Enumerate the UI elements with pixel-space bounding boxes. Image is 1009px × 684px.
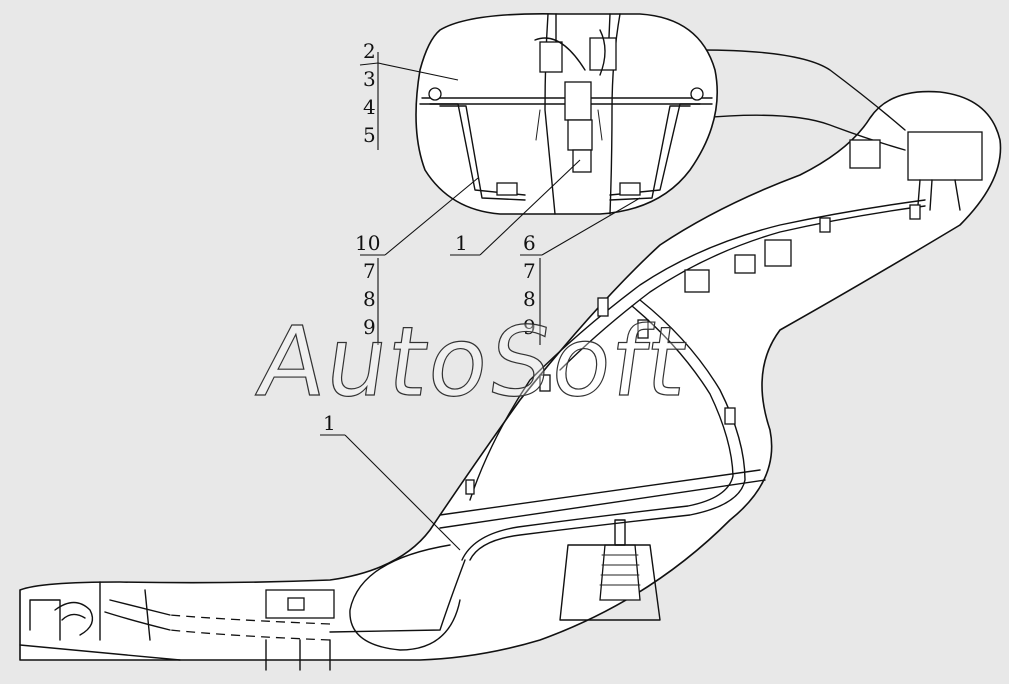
callout-9-left: 9 — [363, 315, 376, 339]
lower-harness-dashed-1 — [169, 614, 331, 625]
harness-main-lower — [559, 205, 926, 371]
callout-4: 4 — [363, 95, 376, 119]
leader-lines — [320, 52, 641, 551]
callout-1-center: 1 — [455, 231, 468, 255]
callout-left-stack: 10 7 8 9 — [355, 231, 380, 339]
watermark-text: AutoSoft — [251, 305, 695, 417]
lower-clamps — [265, 589, 335, 671]
right-connector-block — [849, 131, 983, 211]
callout-2: 2 — [363, 39, 376, 63]
callout-6: 6 — [523, 231, 536, 255]
lower-harness-end — [104, 599, 171, 631]
upper-duct-top — [699, 49, 906, 131]
wheel-arch — [349, 544, 461, 651]
lower-harness-dashed-2 — [169, 629, 331, 641]
detail-bolts — [428, 87, 704, 196]
callout-1-lower: 1 — [323, 411, 336, 435]
main-assembly-outline — [19, 90, 1002, 661]
callout-right-stack: 6 7 8 9 — [523, 231, 536, 339]
callout-8-left: 8 — [363, 287, 376, 311]
callout-top-stack: 2 3 4 5 — [363, 39, 376, 147]
lower-harness-solid — [329, 559, 466, 633]
callout-9-right: 9 — [523, 315, 536, 339]
detail-connector — [534, 29, 617, 173]
callout-3: 3 — [363, 67, 376, 91]
left-end-assembly — [19, 581, 181, 661]
harness-clips — [465, 204, 921, 495]
detail-bracket-inner — [439, 105, 691, 201]
harness-main-upper — [469, 199, 926, 501]
callout-7-right: 7 — [523, 259, 536, 283]
callout-8-right: 8 — [523, 287, 536, 311]
callout-5: 5 — [363, 123, 376, 147]
lower-frame-rail — [439, 469, 766, 529]
callout-7-left: 7 — [363, 259, 376, 283]
harness-loop — [469, 299, 746, 561]
bellows-boot — [559, 519, 661, 621]
harness-loop-inner — [461, 305, 734, 561]
callout-10: 10 — [355, 231, 380, 255]
